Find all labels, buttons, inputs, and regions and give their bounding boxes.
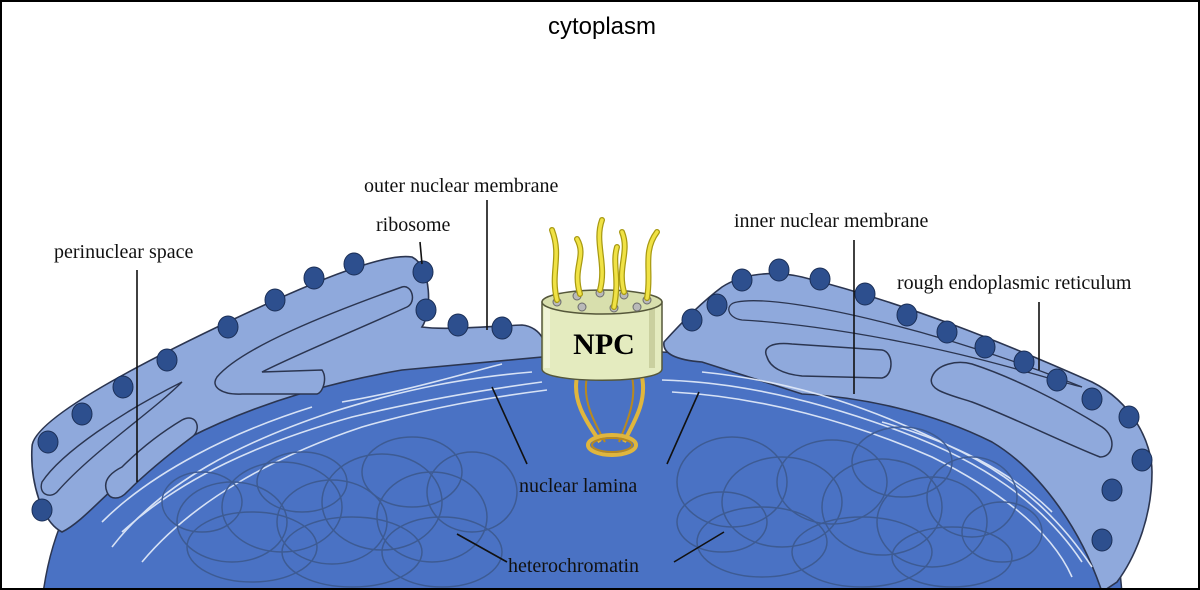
ribosome-dot [896, 303, 918, 327]
nuclear-lamina-label: nuclear lamina [519, 475, 637, 497]
ribosome-dot [491, 316, 513, 340]
ribosome-dot [1118, 405, 1140, 429]
ribosome-dot [1081, 387, 1103, 411]
ribosome-dot [71, 402, 93, 426]
leader-ribosome [419, 241, 423, 265]
ribosome-dot [156, 348, 178, 372]
cytoplasm-label: cytoplasm [548, 13, 656, 40]
ribosome-dot [343, 252, 365, 276]
ribosome-dot [706, 293, 728, 317]
leader-lines [136, 200, 1040, 563]
ribosome-dot [974, 335, 996, 359]
ribosome-dot [412, 260, 434, 284]
leader-heterochromatin-left [456, 533, 508, 563]
er-tube-left-2 [105, 417, 198, 499]
ribosome-dot [854, 282, 876, 306]
rough-er-label: rough endoplasmic reticulum [897, 272, 1132, 294]
leader-lamina-left [491, 386, 528, 465]
er-tube-right-1 [765, 342, 892, 379]
heterochromatin-label: heterochromatin [508, 555, 639, 577]
ribosome-dot [1131, 448, 1153, 472]
leader-lamina-right [666, 391, 700, 465]
ribosome-dot [112, 375, 134, 399]
ribosome-dot [681, 308, 703, 332]
er-tube-left-3 [40, 381, 183, 496]
ribosome-dot [809, 267, 831, 291]
ribosome-dot [1013, 350, 1035, 374]
ribosome-dot [936, 320, 958, 344]
ribosome-dot [303, 266, 325, 290]
ribosome-dot [415, 298, 437, 322]
npc-basket [574, 376, 646, 457]
outer-nuclear-membrane-label: outer nuclear membrane [364, 175, 558, 197]
er-tube-right-2 [930, 361, 1113, 458]
ribosome-dot [1046, 368, 1068, 392]
ribosome-dot [1091, 528, 1113, 552]
inner-nuclear-membrane-label: inner nuclear membrane [734, 210, 928, 232]
ribosome-dot [731, 268, 753, 292]
ribosome-dot [447, 313, 469, 337]
leader-heterochromatin-right [673, 531, 725, 563]
ribosome-dot [37, 430, 59, 454]
ribosome-dot [768, 258, 790, 282]
ribosome-dot [1101, 478, 1123, 502]
ribosome-dot [264, 288, 286, 312]
heterochromatin-left [161, 436, 518, 588]
er-tube-left-1 [214, 286, 414, 395]
ribosome-label: ribosome [376, 214, 451, 236]
npc-label: NPC [573, 328, 635, 361]
npc-filaments [549, 217, 660, 310]
perinuclear-space-label: perinuclear space [54, 241, 193, 263]
nuclear-lamina-fibers [101, 363, 1093, 578]
ribosome-dot [31, 498, 53, 522]
heterochromatin-right [676, 426, 1043, 588]
ribosome-dot [217, 315, 239, 339]
ribosomes [31, 252, 1153, 552]
